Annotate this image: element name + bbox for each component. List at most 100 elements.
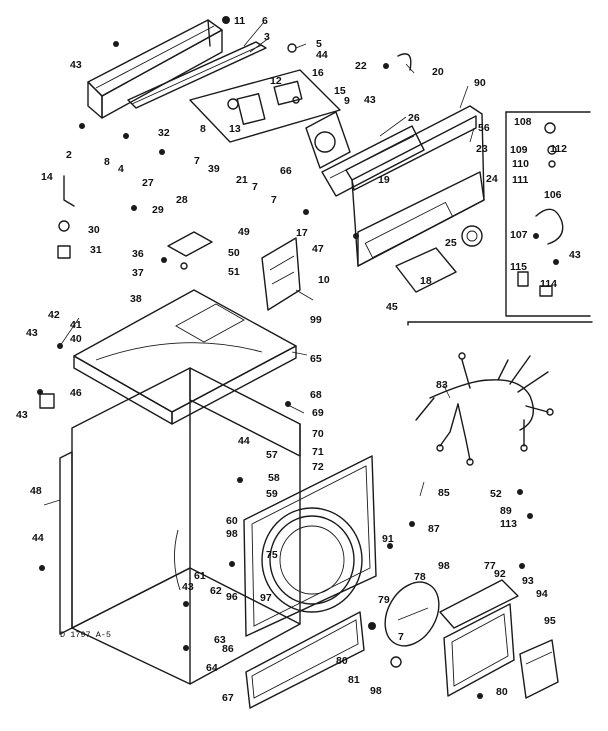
callout-43-d: 43 xyxy=(16,409,28,421)
control-panel xyxy=(345,105,485,267)
callout-79: 79 xyxy=(378,594,390,606)
callout-15: 15 xyxy=(334,85,346,97)
callout-19: 19 xyxy=(378,174,390,186)
callout-42: 42 xyxy=(48,309,60,321)
inset-box-frame xyxy=(505,111,591,317)
callout-2: 2 xyxy=(66,149,72,161)
callout-98-a: 98 xyxy=(226,528,238,540)
callout-41: 41 xyxy=(70,319,82,331)
callout-30: 30 xyxy=(88,224,100,236)
callout-71: 71 xyxy=(312,446,324,458)
callout-14: 14 xyxy=(41,171,53,183)
callout-43-e: 43 xyxy=(182,581,194,593)
switch-bracket xyxy=(189,69,341,143)
callout-98-b: 98 xyxy=(438,560,450,572)
callout-61: 61 xyxy=(194,570,206,582)
callout-11: 11 xyxy=(234,15,245,27)
callout-67: 67 xyxy=(222,692,234,704)
callout-27: 27 xyxy=(142,177,154,189)
toe-panel xyxy=(245,611,365,709)
callout-69: 69 xyxy=(312,407,324,419)
callout-17: 17 xyxy=(296,227,308,239)
callout-97: 97 xyxy=(260,592,272,604)
callout-28: 28 xyxy=(176,194,188,206)
callout-37: 37 xyxy=(132,267,144,279)
cabinet-body xyxy=(59,367,301,685)
callout-47: 47 xyxy=(312,243,324,255)
callout-106: 106 xyxy=(544,189,562,201)
callout-58: 58 xyxy=(268,472,280,484)
callout-8-b: 8 xyxy=(104,156,110,168)
part-drawings xyxy=(37,16,593,709)
callout-91: 91 xyxy=(382,533,394,545)
door-handle xyxy=(519,639,559,699)
callout-92: 92 xyxy=(494,568,506,580)
callout-90: 90 xyxy=(474,77,486,89)
callout-56: 56 xyxy=(478,122,490,134)
callout-96: 96 xyxy=(226,591,238,603)
callout-65: 65 xyxy=(310,353,322,365)
callout-48: 48 xyxy=(30,485,42,497)
callout-64: 64 xyxy=(206,662,218,674)
callout-111: 111 xyxy=(512,174,529,186)
timer-motor xyxy=(305,111,351,169)
callout-57: 57 xyxy=(266,449,278,461)
callout-89: 89 xyxy=(500,505,512,517)
callout-94: 94 xyxy=(536,588,548,600)
callout-63: 63 xyxy=(214,634,226,646)
callout-45: 45 xyxy=(386,301,398,313)
console-rail xyxy=(127,41,267,109)
callout-5: 5 xyxy=(316,38,322,50)
lid-assembly xyxy=(167,231,213,270)
callout-24: 24 xyxy=(486,173,498,185)
callout-7-c: 7 xyxy=(271,194,277,206)
rear-console-top xyxy=(87,19,223,119)
callout-43-b: 43 xyxy=(364,94,376,106)
callout-9: 9 xyxy=(344,95,350,107)
callout-18: 18 xyxy=(420,275,432,287)
callout-52: 52 xyxy=(490,488,502,500)
callout-78: 78 xyxy=(414,571,426,583)
console-cover-plate xyxy=(395,247,457,293)
callout-107: 107 xyxy=(510,229,528,241)
callout-114: 114 xyxy=(540,278,557,290)
callout-80-b: 80 xyxy=(496,686,508,698)
cabinet-top xyxy=(73,289,297,425)
callout-25: 25 xyxy=(445,237,457,249)
callout-12: 12 xyxy=(270,75,282,87)
callout-20: 20 xyxy=(432,66,444,78)
callout-95: 95 xyxy=(544,615,556,627)
hardware xyxy=(37,16,559,699)
callout-68: 68 xyxy=(310,389,322,401)
callout-113: 113 xyxy=(500,518,517,530)
callout-38: 38 xyxy=(130,293,142,305)
callout-13: 13 xyxy=(229,123,241,135)
callout-49: 49 xyxy=(238,226,250,238)
callout-70: 70 xyxy=(312,428,324,440)
callout-7-a: 7 xyxy=(194,155,200,167)
callout-43-f: 43 xyxy=(569,249,581,261)
callout-32: 32 xyxy=(158,127,170,139)
callouts: 2 3 4 5 6 7 7 7 7 8 8 9 10 11 12 13 14 1… xyxy=(16,15,581,704)
callout-7-d: 7 xyxy=(398,631,404,643)
callout-44-a: 44 xyxy=(316,49,328,61)
drawing-code: D 1797 A-5 xyxy=(60,630,111,640)
callout-44-c: 44 xyxy=(32,532,44,544)
callout-115: 115 xyxy=(510,261,527,273)
callout-7-b: 7 xyxy=(252,181,258,193)
callout-21: 21 xyxy=(236,174,248,186)
callout-43-a: 43 xyxy=(70,59,82,71)
callout-93: 93 xyxy=(522,575,534,587)
control-backsplash xyxy=(321,125,425,197)
callout-60: 60 xyxy=(226,515,238,527)
callout-10: 10 xyxy=(318,274,330,286)
callout-75: 75 xyxy=(266,549,278,561)
front-panel xyxy=(243,455,377,637)
callout-110: 110 xyxy=(512,158,529,170)
callout-36: 36 xyxy=(132,248,144,260)
callout-98-c: 98 xyxy=(370,685,382,697)
callout-112: 112 xyxy=(550,143,567,155)
callout-77: 77 xyxy=(484,560,496,572)
callout-43-c: 43 xyxy=(26,327,38,339)
